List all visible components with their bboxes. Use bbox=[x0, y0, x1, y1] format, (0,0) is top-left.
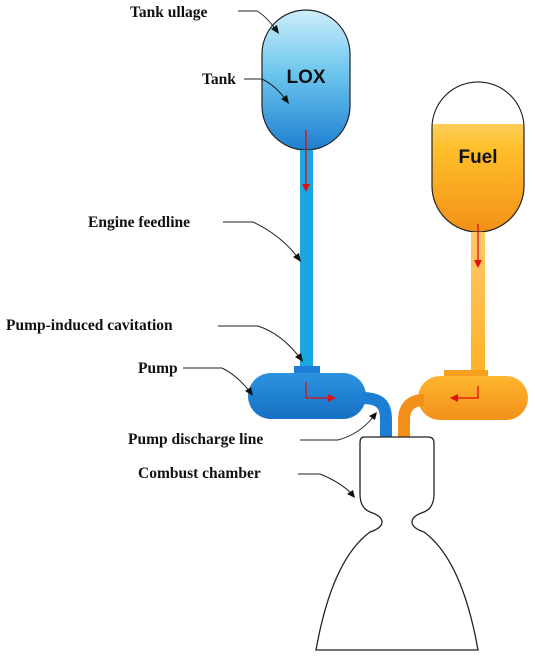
label-engine-feedline: Engine feedline bbox=[88, 214, 190, 231]
leader-tank-arrow bbox=[281, 95, 289, 104]
fuel-pump-flow-arrow bbox=[456, 386, 479, 399]
leader-combust-chamber-arrow bbox=[347, 490, 355, 498]
fuel-engine-feedline bbox=[471, 232, 485, 374]
fuel-flow-arrowhead bbox=[474, 260, 482, 268]
leader-pump-arrow bbox=[245, 387, 253, 396]
leader-pump-induced-cavitation bbox=[218, 325, 301, 359]
lox-pump-discharge-line bbox=[361, 392, 392, 440]
fuel-tank-label: Fuel bbox=[458, 147, 497, 168]
lox-pump-top-boss bbox=[294, 366, 320, 377]
label-tank: Tank bbox=[202, 71, 236, 88]
leader-pump-discharge-line-arrow bbox=[369, 412, 377, 420]
lox-engine-feedline bbox=[300, 150, 313, 368]
leader-engine-feedline bbox=[223, 221, 299, 259]
lox-pump bbox=[248, 373, 366, 419]
label-pump: Pump bbox=[138, 360, 178, 377]
combustion-chamber-nozzle bbox=[315, 436, 479, 651]
label-combust-chamber: Combust chamber bbox=[138, 465, 261, 482]
leader-pump bbox=[183, 367, 251, 393]
fuel-tank-ullage bbox=[432, 82, 524, 128]
leader-combust-chamber bbox=[298, 473, 353, 495]
leader-pump-induced-cavitation-arrow bbox=[295, 353, 303, 362]
lox-tank bbox=[261, 9, 351, 151]
fuel-pump-discharge-line bbox=[398, 394, 425, 440]
label-pump-discharge-line: Pump discharge line bbox=[128, 431, 263, 448]
fuel-pump-flow-arrowhead bbox=[450, 394, 458, 402]
lox-tank-label: LOX bbox=[286, 67, 325, 88]
leader-pump-discharge-line bbox=[300, 415, 375, 441]
lox-pump-flow-arrow bbox=[305, 382, 330, 399]
lox-pump-flow-arrowhead bbox=[328, 394, 336, 402]
leader-tank-ullage-arrow bbox=[271, 25, 279, 34]
label-pump-induced-cavitation: Pump-induced cavitation bbox=[6, 317, 173, 334]
label-tank-ullage: Tank ullage bbox=[130, 4, 208, 21]
fuel-pump-top-boss bbox=[444, 370, 488, 379]
lox-flow-arrowhead bbox=[302, 184, 310, 192]
leader-engine-feedline-arrow bbox=[293, 253, 301, 262]
